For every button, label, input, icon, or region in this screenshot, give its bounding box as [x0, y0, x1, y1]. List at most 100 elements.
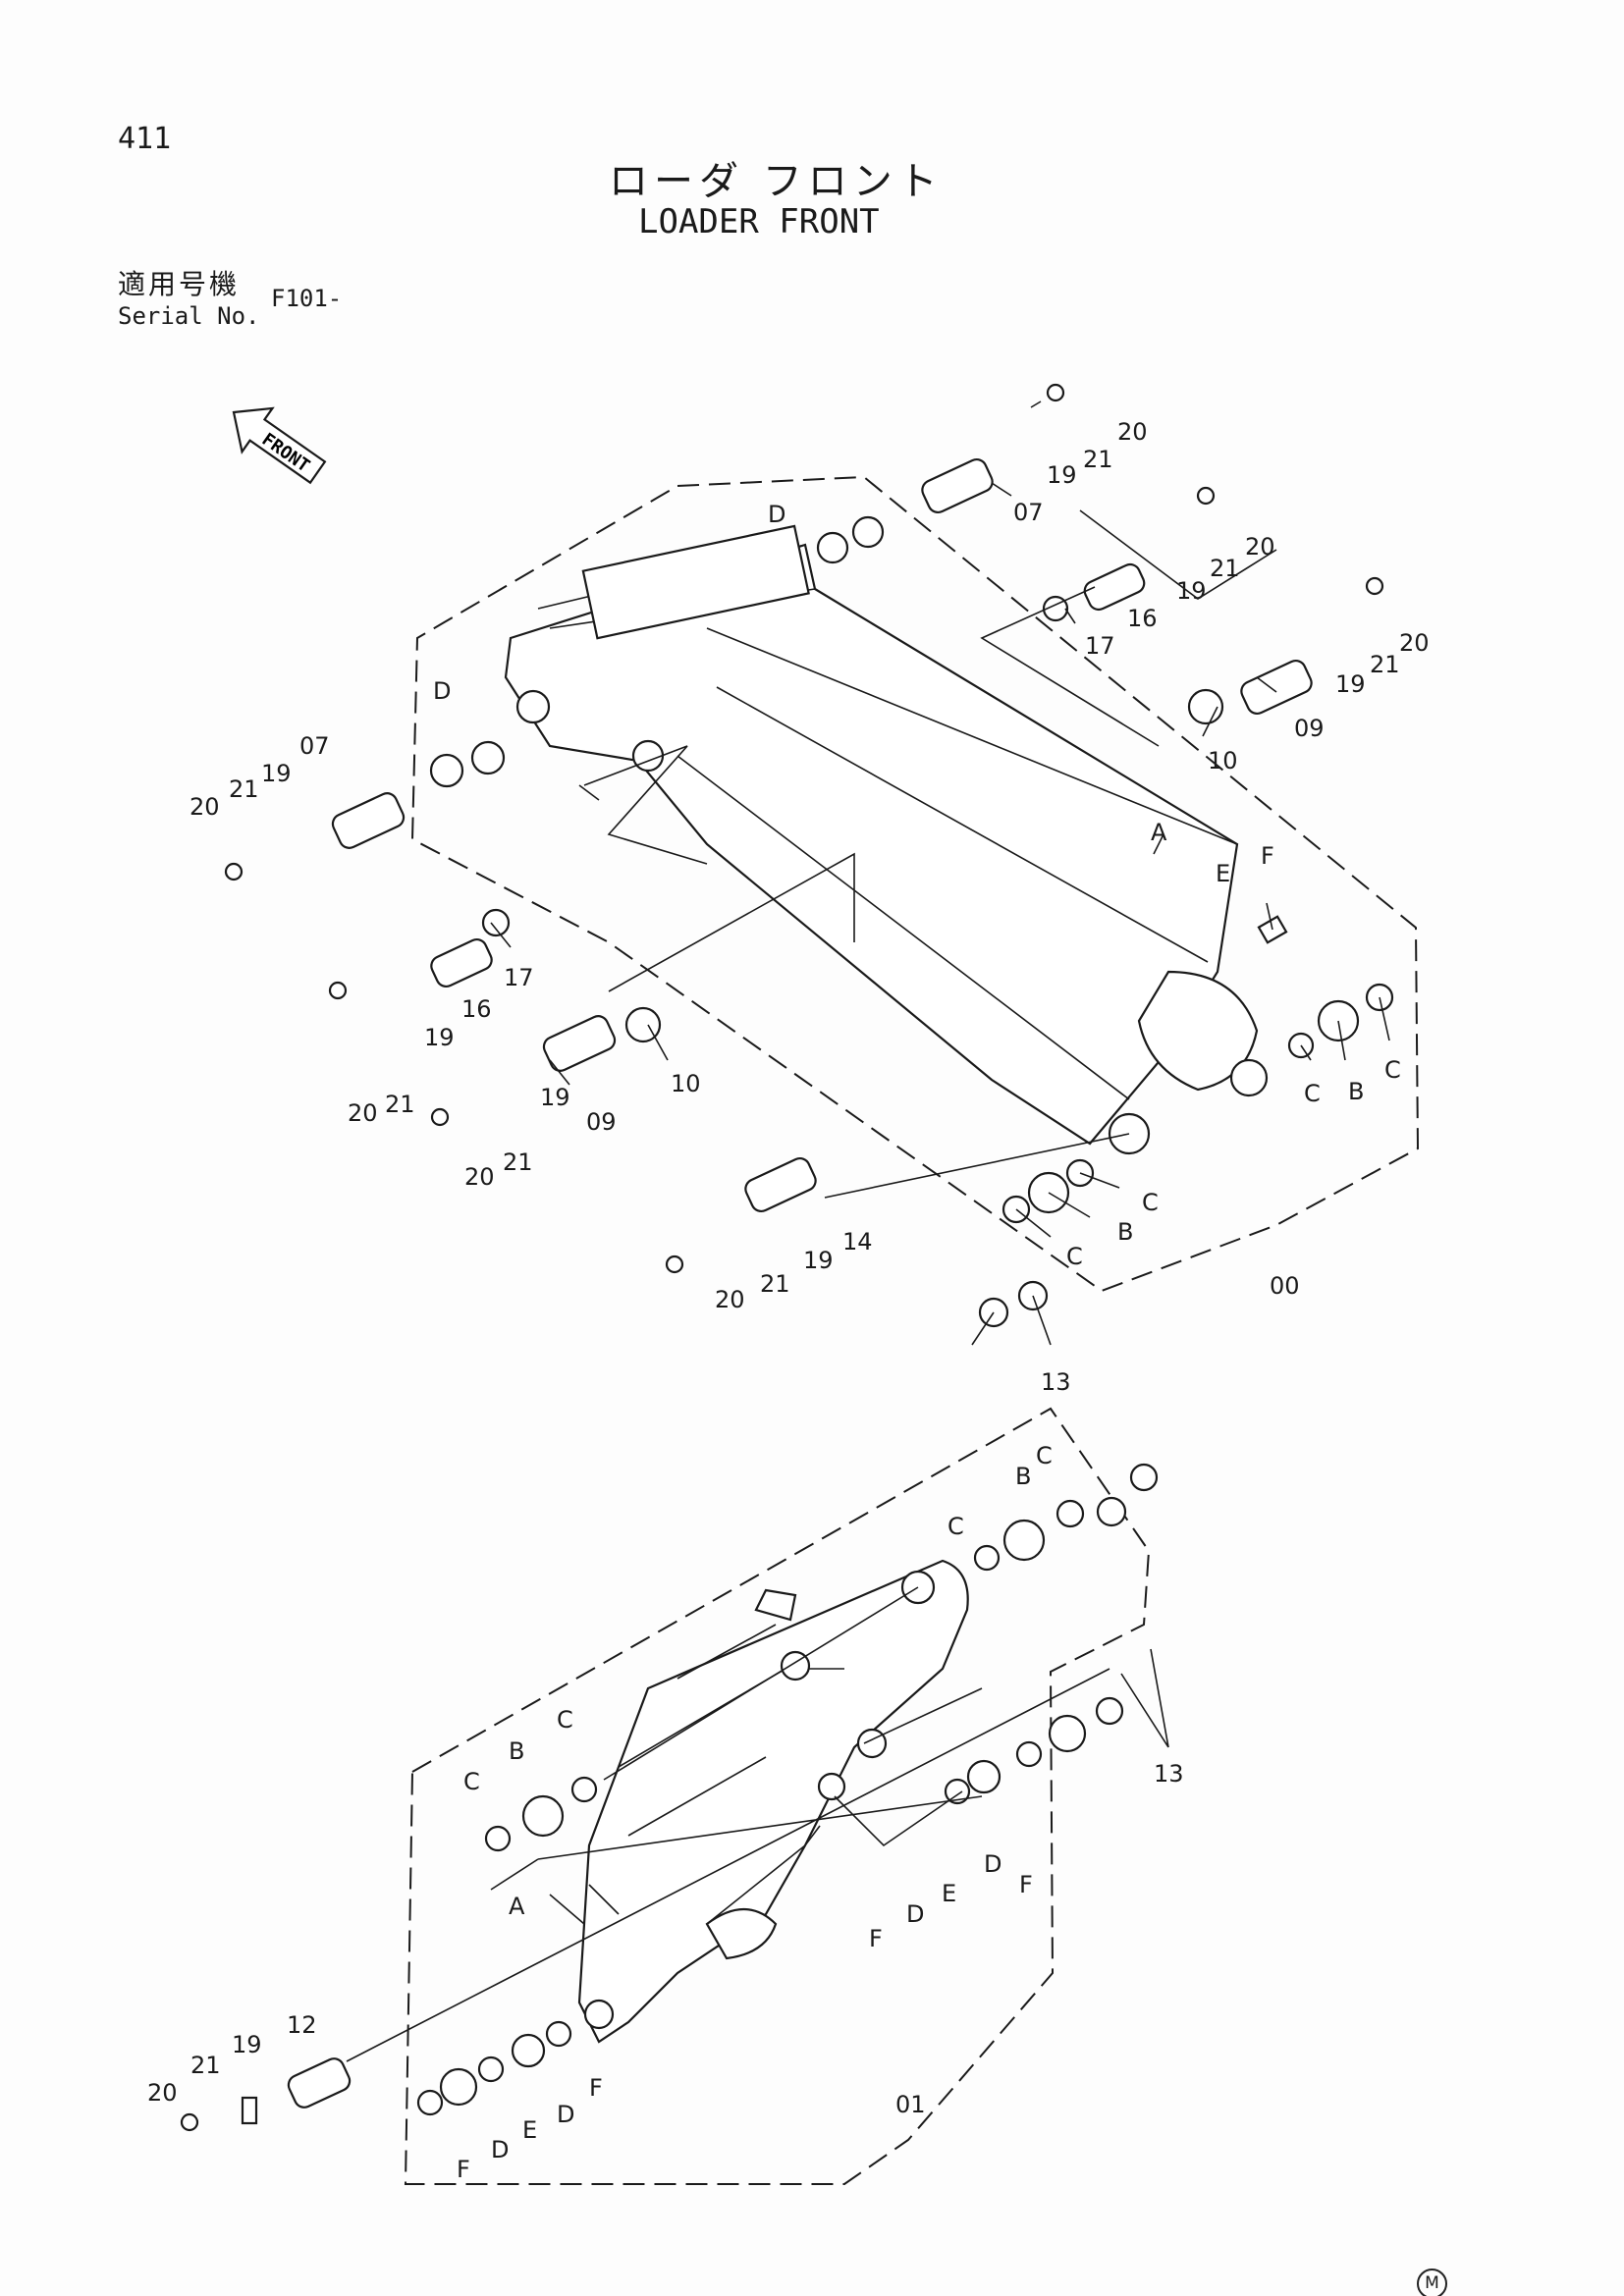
leader-lines-lower [346, 1586, 1169, 2062]
leader-lines-upper [490, 482, 1390, 1346]
label-17: 17 [504, 964, 534, 991]
label-17: 17 [1085, 632, 1115, 660]
pin-09-left [542, 1015, 617, 1072]
seal-f-right [1095, 1696, 1124, 1726]
assembly-01-boundary [404, 1407, 1151, 2185]
label-C: C [557, 1706, 573, 1734]
serial-label-en: Serial No. [118, 302, 260, 330]
serial-label-jp: 適用号機 [118, 268, 241, 300]
label-C: C [1066, 1243, 1083, 1270]
label-00: 00 [1270, 1272, 1300, 1300]
label-21: 21 [1370, 651, 1400, 678]
label-16: 16 [1127, 605, 1158, 632]
label-16: 16 [461, 995, 492, 1023]
bolt-20-f [430, 1107, 450, 1127]
bolt-20-h [180, 2112, 199, 2132]
page-title-jp: ローダ フロント [609, 159, 944, 204]
bushing-d-right-2 [966, 1759, 1001, 1794]
label-C: C [947, 1513, 964, 1540]
label-20: 20 [464, 1163, 495, 1191]
label-19: 19 [1176, 577, 1207, 605]
spacer-e-right [1015, 1740, 1043, 1768]
bolt-20-e [328, 981, 348, 1000]
arm-lower-bore-bottom [583, 1999, 615, 2030]
label-E: E [942, 1880, 956, 1907]
seal-c-lower-left-2 [484, 1825, 512, 1852]
label-21: 21 [190, 2052, 221, 2079]
label-B: B [1015, 1463, 1031, 1490]
label-A: A [509, 1893, 525, 1920]
label-F: F [1019, 1871, 1033, 1898]
label-19: 19 [1047, 461, 1077, 489]
pin-14 [744, 1156, 817, 1213]
pin-16-left [430, 938, 493, 988]
label-21: 21 [503, 1148, 533, 1176]
bushing-d-left-2 [470, 740, 506, 775]
label-21: 21 [760, 1270, 790, 1298]
label-D: D [768, 501, 785, 528]
label-F: F [589, 2074, 603, 2102]
bolt-20-c [1365, 576, 1384, 596]
bushing-d-left-1 [429, 753, 464, 788]
label-20: 20 [1399, 629, 1430, 657]
seal-f-left [545, 2020, 572, 2048]
circled-m-icon: M [1417, 2269, 1447, 2296]
arm-lower-cutout [705, 1907, 778, 1960]
bushing-d-right-1 [1048, 1714, 1087, 1753]
pin-09-top [1240, 659, 1313, 716]
bolt-20-g [665, 1255, 684, 1274]
label-21: 21 [385, 1091, 415, 1118]
label-F: F [1261, 842, 1274, 870]
label-09: 09 [1294, 715, 1325, 742]
label-19: 19 [540, 1084, 570, 1111]
arm-bore-left-2 [631, 739, 665, 773]
seal-c-lower-right-2 [1056, 1499, 1085, 1528]
shim-13-lower-1 [1096, 1496, 1127, 1527]
bushing-d-left-2 [439, 2067, 478, 2107]
label-21: 21 [229, 775, 259, 803]
label-E: E [522, 2116, 537, 2144]
label-10: 10 [1208, 747, 1238, 774]
label-A: A [1151, 819, 1167, 846]
label-D: D [433, 677, 451, 705]
label-14: 14 [842, 1228, 873, 1255]
bushing-d-left-1 [511, 2033, 546, 2068]
label-10: 10 [671, 1070, 701, 1097]
pin-07-left [331, 792, 406, 849]
label-20: 20 [348, 1099, 378, 1127]
label-20: 20 [1245, 533, 1275, 561]
pin-16-top [1083, 562, 1146, 612]
plate-19-lower [241, 2096, 258, 2125]
label-19: 19 [232, 2031, 262, 2058]
arm-lug-top [754, 1588, 797, 1622]
bushing-d-top-1 [816, 531, 849, 564]
spacer-e-left [477, 2056, 505, 2083]
bushing-b-lower-right [1002, 1519, 1046, 1562]
label-F: F [457, 2156, 470, 2183]
label-C: C [1384, 1056, 1401, 1084]
label-C: C [1036, 1442, 1053, 1469]
label-D: D [984, 1850, 1001, 1878]
label-B: B [1117, 1218, 1133, 1246]
label-19: 19 [424, 1024, 455, 1051]
label-13: 13 [1154, 1760, 1184, 1788]
label-12: 12 [287, 2011, 317, 2039]
pin-12 [287, 2057, 352, 2109]
washer-17-left [481, 908, 511, 937]
label-20: 20 [715, 1286, 745, 1313]
label-D: D [557, 2101, 574, 2128]
label-20: 20 [147, 2079, 178, 2107]
page-title-en: LOADER FRONT [638, 202, 880, 241]
label-13: 13 [1041, 1368, 1071, 1396]
label-21: 21 [1210, 555, 1240, 582]
page-number: 411 [118, 122, 172, 156]
serial-value: F101- [271, 285, 343, 312]
bushing-10-left [624, 1006, 662, 1043]
label-B: B [1348, 1078, 1364, 1105]
assembly-00-boundary [410, 475, 1420, 1293]
label-C: C [463, 1768, 480, 1795]
label-01: 01 [895, 2091, 926, 2118]
arm-lower-bore-right-2 [817, 1772, 846, 1801]
